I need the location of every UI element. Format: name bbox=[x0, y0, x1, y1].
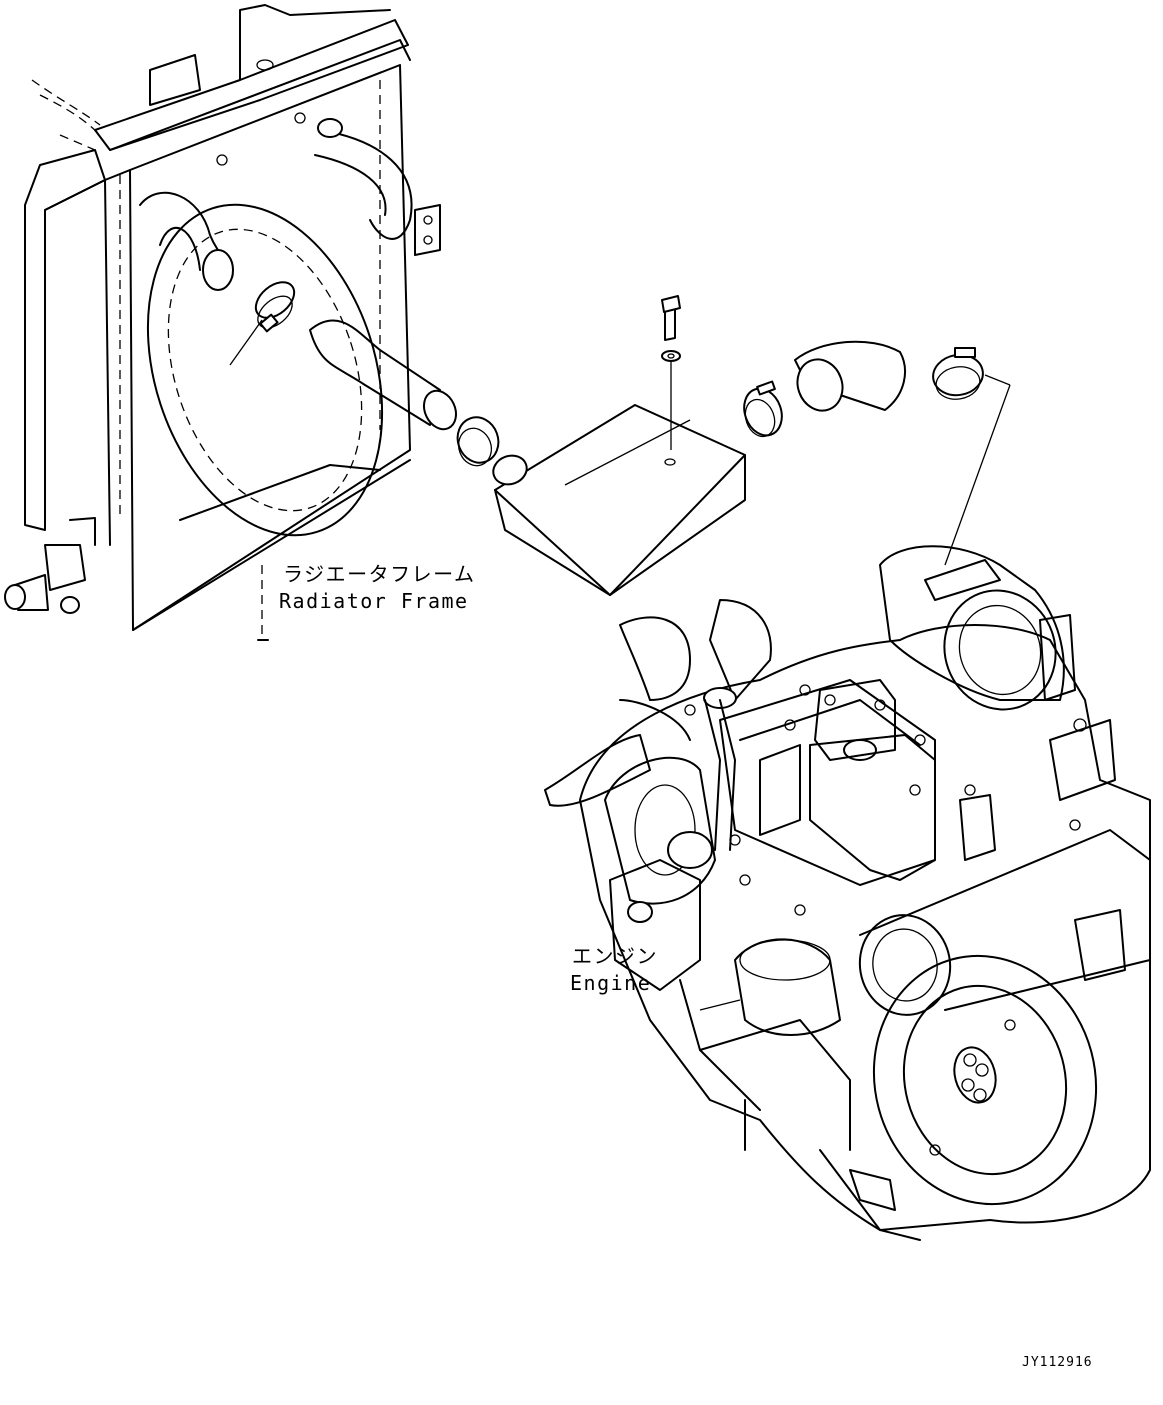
engine bbox=[544, 545, 1151, 1241]
radiator-frame-label-en: Radiator Frame bbox=[279, 589, 469, 613]
air-duct-assembly bbox=[456, 295, 1011, 596]
figure-id: JY112916 bbox=[1022, 1355, 1093, 1370]
radiator-frame-label-jp: ラジエータフレーム bbox=[283, 562, 476, 586]
radiator-frame bbox=[4, 4, 458, 641]
engine-label-jp: エンジン bbox=[572, 944, 658, 968]
engine-label-en: Engine bbox=[570, 971, 652, 995]
